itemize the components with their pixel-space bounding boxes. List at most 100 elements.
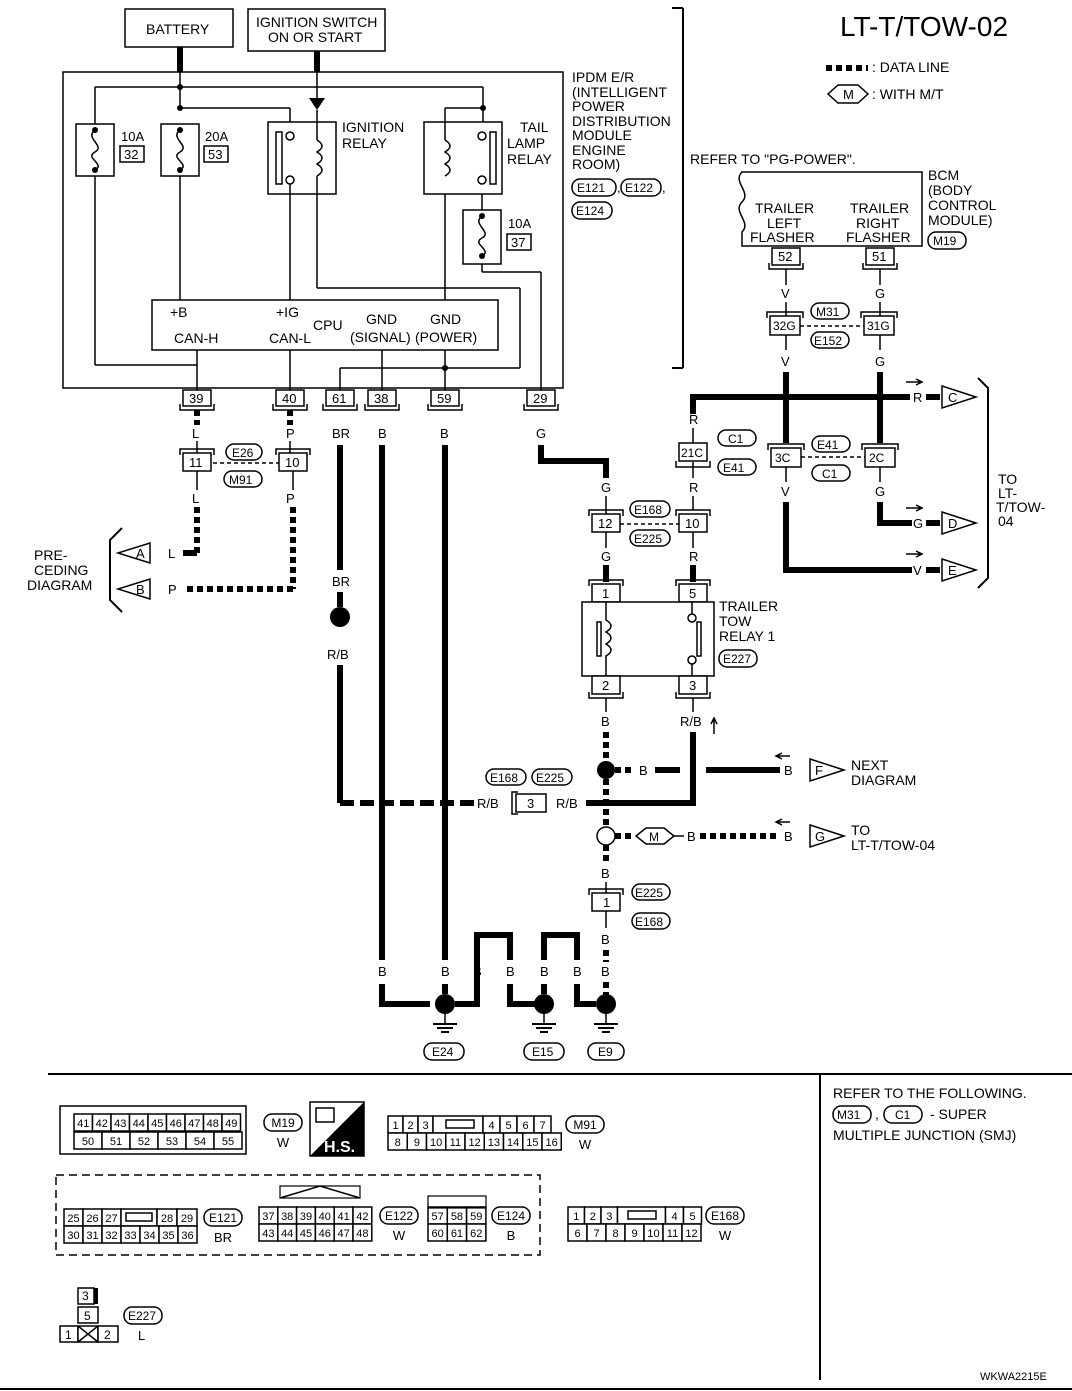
svg-text:IPDM E/R: IPDM E/R — [572, 69, 634, 85]
ipdm-connector-group — [55, 1174, 541, 1256]
svg-text:R/B: R/B — [680, 714, 702, 729]
svg-text:E9: E9 — [598, 1045, 613, 1059]
e122-pin-label: 46 — [319, 1228, 331, 1240]
svg-text:B: B — [601, 714, 610, 729]
svg-text:: DATA LINE: : DATA LINE — [872, 59, 949, 75]
svg-text:E121: E121 — [577, 181, 605, 195]
smj-reference: REFER TO THE FOLLOWING. M31 , C1 - SUPER… — [832, 1085, 1027, 1143]
svg-text:NEXT: NEXT — [851, 757, 889, 773]
e168-id: E168 — [711, 1209, 739, 1223]
svg-text:: WITH M/T: : WITH M/T — [872, 86, 944, 102]
svg-text:1: 1 — [602, 586, 609, 601]
svg-text:B: B — [601, 866, 610, 881]
e122-id-tag — [379, 1206, 419, 1225]
svg-text:L: L — [192, 491, 199, 506]
svg-text:LEFT: LEFT — [767, 215, 802, 231]
e122-pin-label: 48 — [356, 1228, 368, 1240]
svg-text:R/B: R/B — [477, 796, 499, 811]
svg-text:CPU: CPU — [313, 317, 343, 333]
svg-text:R/B: R/B — [556, 796, 578, 811]
e168-key — [616, 1206, 667, 1225]
svg-text:,: , — [875, 1106, 879, 1122]
e121-pin-label: 30 — [67, 1230, 79, 1242]
svg-text:E225: E225 — [634, 532, 662, 546]
svg-text:59: 59 — [437, 391, 451, 406]
svg-text:5: 5 — [689, 586, 696, 601]
svg-text:32G: 32G — [773, 319, 796, 333]
fuse-20a-53: 20A 53 — [160, 123, 229, 177]
m19-pin-label: 52 — [138, 1136, 150, 1148]
bcm-refer-label: REFER TO "PG-POWER". — [690, 151, 856, 167]
ground-e24: E24 — [423, 994, 465, 1061]
svg-text:10: 10 — [685, 516, 699, 531]
m19-pin-label: 54 — [194, 1136, 206, 1148]
e121-id-tag — [203, 1208, 243, 1227]
svg-text:(INTELLIGENT: (INTELLIGENT — [572, 84, 667, 100]
svg-text:C1: C1 — [895, 1108, 911, 1122]
bcm-wires: V 32G V G 31G G M31 E152 — [766, 269, 898, 443]
junction-e26-m91: E26 M91 — [223, 443, 263, 488]
svg-text:2: 2 — [602, 678, 609, 693]
m19-pin-cell — [213, 1131, 243, 1150]
junction-e168-e225-top: E168 E225 — [629, 500, 671, 547]
svg-text:+B: +B — [170, 304, 188, 320]
m19-pin-label: 51 — [110, 1136, 122, 1148]
svg-text:C1: C1 — [822, 467, 838, 481]
e122-pin-label: 39 — [300, 1211, 312, 1223]
svg-text:G: G — [875, 484, 885, 499]
doc-code: WKWA2215E — [980, 1371, 1047, 1383]
svg-text:10A: 10A — [121, 129, 144, 144]
e121-pin-label: 25 — [67, 1213, 79, 1225]
svg-text:R: R — [689, 412, 698, 427]
svg-text:B: B — [601, 964, 610, 979]
svg-text:R/B: R/B — [327, 647, 349, 662]
e168-pin-label: 7 — [593, 1228, 599, 1240]
wire-br-61: BR BR R/B R/B — [327, 426, 499, 811]
svg-text:V: V — [913, 563, 922, 578]
svg-text:DISTRIBUTION: DISTRIBUTION — [572, 113, 671, 129]
junction-3c-2c: 3C 2C E41 C1 — [767, 435, 899, 482]
svg-text:ENGINE: ENGINE — [572, 142, 626, 158]
e121-pin-label: 36 — [181, 1230, 193, 1242]
e122-pin-label: 44 — [281, 1228, 293, 1240]
e121-pin-label: 27 — [105, 1213, 117, 1225]
e122-color: W — [393, 1228, 406, 1243]
svg-text:E15: E15 — [532, 1045, 554, 1059]
svg-text:FLASHER: FLASHER — [846, 229, 911, 245]
e124-pin-label: 61 — [451, 1228, 463, 1240]
wires-to-lt-tow-04: V V G G R C D E TO LT- T/TOW- 04 — [781, 377, 1046, 589]
e122-pin-label: 43 — [262, 1228, 274, 1240]
svg-text:29: 29 — [533, 391, 547, 406]
svg-text:C1: C1 — [728, 432, 744, 446]
ipdm-er-box — [62, 71, 564, 389]
e121-pin-label: 26 — [86, 1213, 98, 1225]
svg-text:FLASHER: FLASHER — [750, 229, 815, 245]
m91-pin-label: 1 — [392, 1120, 398, 1132]
svg-text:B: B — [601, 932, 610, 947]
svg-text:E225: E225 — [536, 771, 564, 785]
m91-id: M91 — [573, 1118, 597, 1132]
m19-pin-label: 42 — [96, 1118, 108, 1130]
svg-text:RELAY: RELAY — [342, 135, 388, 151]
m19-pin-label: 43 — [114, 1118, 126, 1130]
svg-text:LT-: LT- — [998, 485, 1018, 501]
svg-text:E41: E41 — [817, 438, 839, 452]
svg-text:+IG: +IG — [276, 304, 299, 320]
svg-text:37: 37 — [511, 235, 525, 250]
e168-pin-label: 11 — [667, 1228, 678, 1240]
svg-text:51: 51 — [872, 249, 886, 264]
svg-text:R: R — [913, 390, 922, 405]
svg-text:LT-T/TOW-04: LT-T/TOW-04 — [851, 837, 935, 853]
svg-text:E168: E168 — [634, 503, 662, 517]
svg-text:- SUPER: - SUPER — [930, 1106, 987, 1122]
svg-text:IGNITION: IGNITION — [342, 119, 404, 135]
svg-text:ROOM): ROOM) — [572, 156, 620, 172]
m91-color: W — [579, 1137, 592, 1152]
m91-pin-cell — [541, 1132, 562, 1151]
m91-pin-label: 14 — [507, 1137, 519, 1149]
e168-pin-label: 2 — [590, 1211, 596, 1223]
svg-text:TAIL: TAIL — [520, 119, 549, 135]
svg-text:B: B — [784, 829, 793, 844]
